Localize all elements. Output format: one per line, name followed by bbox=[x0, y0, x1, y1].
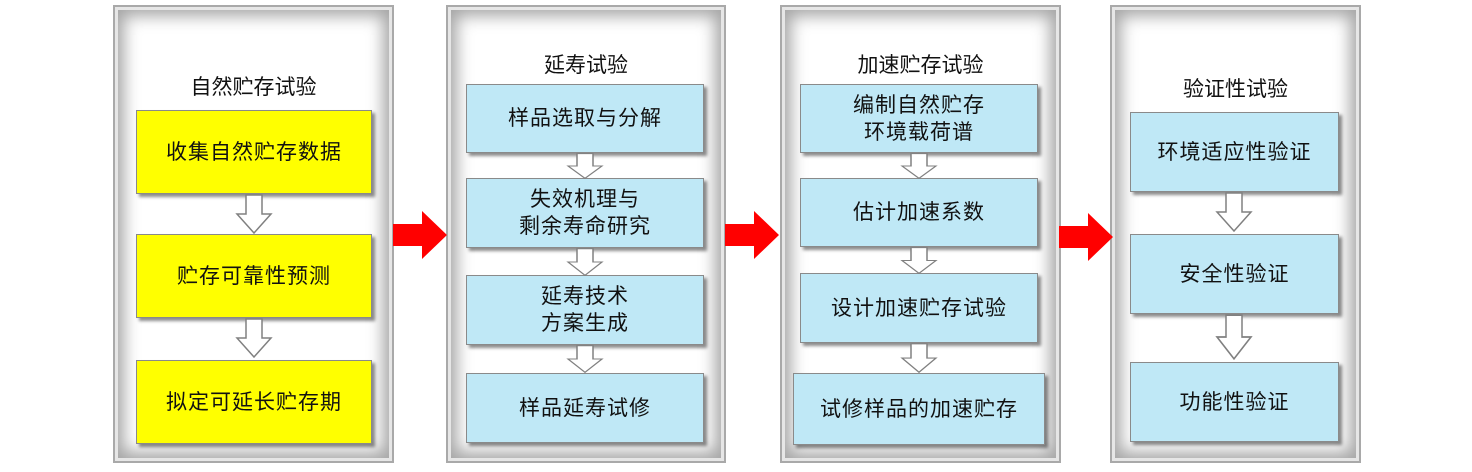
step-box: 样品选取与分解 bbox=[466, 84, 704, 153]
step-box: 功能性验证 bbox=[1130, 362, 1339, 442]
down-arrow-icon bbox=[900, 247, 938, 274]
down-arrow-icon bbox=[235, 318, 273, 358]
step-box: 样品延寿试修 bbox=[466, 373, 704, 443]
down-arrow-icon bbox=[566, 153, 604, 179]
down-arrow-icon bbox=[235, 194, 273, 234]
step-box: 收集自然贮存数据 bbox=[136, 110, 372, 194]
stage-title: 自然贮存试验 bbox=[190, 75, 317, 99]
step-box: 延寿技术 方案生成 bbox=[466, 275, 704, 345]
step-box: 失效机理与 剩余寿命研究 bbox=[466, 178, 704, 248]
step-box: 编制自然贮存 环境载荷谱 bbox=[800, 84, 1038, 153]
down-arrow-icon bbox=[566, 248, 604, 276]
stage-title: 验证性试验 bbox=[1183, 77, 1288, 101]
step-box: 设计加速贮存试验 bbox=[800, 273, 1038, 343]
right-arrow-icon bbox=[393, 211, 447, 259]
step-box: 拟定可延长贮存期 bbox=[136, 360, 372, 444]
down-arrow-icon bbox=[900, 153, 938, 179]
right-arrow-icon bbox=[1059, 213, 1113, 261]
step-box: 试修样品的加速贮存 bbox=[793, 373, 1045, 445]
stage-title: 延寿试验 bbox=[544, 53, 628, 77]
down-arrow-icon bbox=[566, 345, 604, 373]
down-arrow-icon bbox=[1215, 314, 1253, 360]
step-box: 环境适应性验证 bbox=[1130, 112, 1339, 192]
stage-title: 加速贮存试验 bbox=[857, 53, 984, 77]
down-arrow-icon bbox=[1215, 192, 1253, 232]
down-arrow-icon bbox=[900, 343, 938, 373]
step-box: 贮存可靠性预测 bbox=[136, 234, 372, 318]
step-box: 估计加速系数 bbox=[800, 178, 1038, 247]
right-arrow-icon bbox=[725, 211, 779, 259]
step-box: 安全性验证 bbox=[1130, 234, 1339, 314]
